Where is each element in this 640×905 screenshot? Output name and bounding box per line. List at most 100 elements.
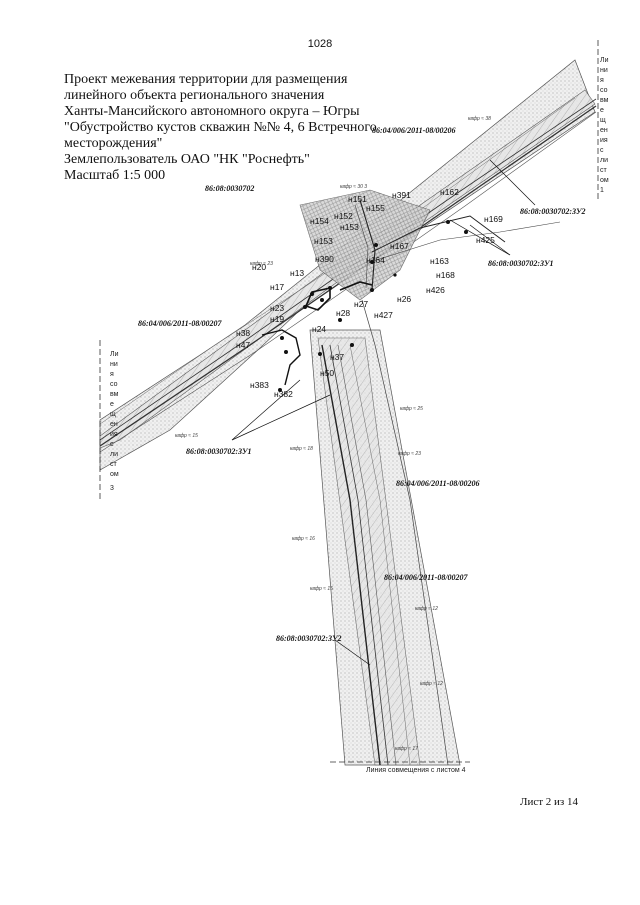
point-label: н24 [312,324,326,334]
point-labels: н151 н391 н162 н155 н152 н154 н169 н153 … [236,187,503,399]
point-label: н151 [348,194,367,204]
svg-text:ен: ен [600,127,608,134]
svg-text:вм: вм [600,97,609,104]
point-label: н162 [440,187,459,197]
point-label: н37 [330,352,344,362]
svg-text:ст: ст [110,461,118,468]
point-label: н391 [392,190,411,200]
svg-text:квфр ≈ 30 3: квфр ≈ 30 3 [340,184,367,190]
svg-text:ия: ия [110,431,118,438]
point-label: н382 [274,389,293,399]
page-number: 1028 [307,38,333,50]
parcel-label: 86:08:0030702:ЗУ1 [186,447,252,456]
svg-text:Ли: Ли [110,351,119,358]
svg-text:квфр ≈ 25: квфр ≈ 25 [400,406,423,412]
point-label: н17 [270,282,284,292]
parcel-label: 86:04/006/2011-08/00207 [138,319,223,328]
map-title: Проект межевания территории для размещен… [64,72,394,184]
title-line: линейного объекта регионального значения [64,88,325,103]
svg-text:квфр ≈ 23: квфр ≈ 23 [250,261,273,267]
point-label: н425 [476,235,495,245]
point-label: н154 [310,216,329,226]
svg-text:я: я [110,371,114,378]
svg-text:я: я [600,77,604,84]
svg-text:ия: ия [600,137,608,144]
parcel-label: 86:08:0030702:ЗУ1 [488,259,554,268]
map-annotations: квфр ≈ 38 квфр ≈ 30 3 квфр ≈ 23 квфр ≈ 1… [175,116,491,752]
point-label: н20 [252,262,266,272]
point-label: н50 [320,368,334,378]
point-label: н168 [436,270,455,280]
title-line: Масштаб 1:5 000 [64,168,166,183]
title-line: Землепользователь ОАО "НК "Роснефть" [64,152,310,167]
parcel-label: 86:04/006/2011-08/00207 [384,573,469,582]
svg-text:квфр ≈ 18: квфр ≈ 18 [290,446,313,452]
match-line-bottom-caption: Линия совмещения с листом 4 [366,767,466,774]
svg-text:со: со [110,381,118,388]
title-line: месторождения" [64,136,163,151]
point-label: н153 [340,222,359,232]
parcel-label: 86:04/006/2011-08/00206 [396,479,480,488]
title-line: "Обустройство кустов скважин №№ 4, 6 Вст… [64,120,377,135]
point-label: н163 [430,256,449,266]
point-label: н390 [315,254,334,264]
leader-lines [231,159,536,666]
parcel-outline [261,281,373,386]
point-markers [278,220,468,392]
svg-text:ен: ен [110,421,118,428]
point-label: н23 [270,303,284,313]
svg-text:ом: ом [110,471,119,478]
point-label: н47 [236,340,250,350]
match-line-right-caption: Ли ни я со вм е щ ен ия с ли ст ом 1 [600,57,609,194]
point-label: н426 [426,285,445,295]
point-label: н169 [484,214,503,224]
point-label: н38 [236,328,250,338]
parcel-label: 86:08:0030702:ЗУ2 [276,634,342,643]
corridor-upper-branch [299,189,561,301]
svg-text:с: с [110,441,114,448]
svg-text:с: с [600,147,604,154]
svg-text:ли: ли [600,157,608,164]
point-label: н167 [390,241,409,251]
svg-text:квфр ≈ 15: квфр ≈ 15 [175,433,198,439]
svg-text:ни: ни [110,361,118,368]
svg-text:со: со [600,87,608,94]
point-label: н26 [397,294,411,304]
svg-text:Ли: Ли [600,57,609,64]
svg-text:квфр ≈ 38: квфр ≈ 38 [468,116,491,122]
svg-text:щ: щ [110,411,116,418]
point-label: н427 [374,310,393,320]
svg-text:квфр ≈ 12: квфр ≈ 12 [415,606,438,612]
point-label: н383 [250,380,269,390]
point-label: н164 [366,255,385,265]
corridor-south [309,299,461,766]
parcel-labels: 86:04/006/2011-08/00206 86:08:0030702 86… [138,126,586,643]
svg-text:ом: ом [600,177,609,184]
svg-text:3: 3 [110,485,114,492]
svg-text:ни: ни [600,67,608,74]
point-label: н28 [336,308,350,318]
parcel-label: 86:08:0030702 [205,184,254,193]
svg-text:квфр ≈ 12: квфр ≈ 12 [420,681,443,687]
sheet-number: Лист 2 из 14 [520,796,579,808]
svg-text:е: е [110,401,114,408]
point-label: н155 [366,203,385,213]
svg-text:квфр ≈ 17: квфр ≈ 17 [395,746,418,752]
svg-text:квфр ≈ 16: квфр ≈ 16 [292,536,315,542]
point-label: н152 [334,211,353,221]
svg-text:ст: ст [600,167,608,174]
parcel-label: 86:08:0030702:ЗУ2 [520,207,586,216]
svg-text:ли: ли [110,451,118,458]
parcel-label: 86:04/006/2011-08/00206 [372,126,456,135]
title-line: Ханты-Мансийского автономного округа – Ю… [64,104,360,119]
svg-text:1: 1 [600,187,604,194]
point-label: н13 [290,268,304,278]
point-label: н153 [314,236,333,246]
svg-text:вм: вм [110,391,119,398]
svg-text:щ: щ [600,117,606,124]
match-line-left-caption: Ли ни я со вм е щ ен ия с ли ст ом 3 [110,351,119,492]
svg-text:квфр ≈ 23: квфр ≈ 23 [398,451,421,457]
svg-text:е: е [600,107,604,114]
svg-text:квфр ≈ 15: квфр ≈ 15 [310,586,333,592]
